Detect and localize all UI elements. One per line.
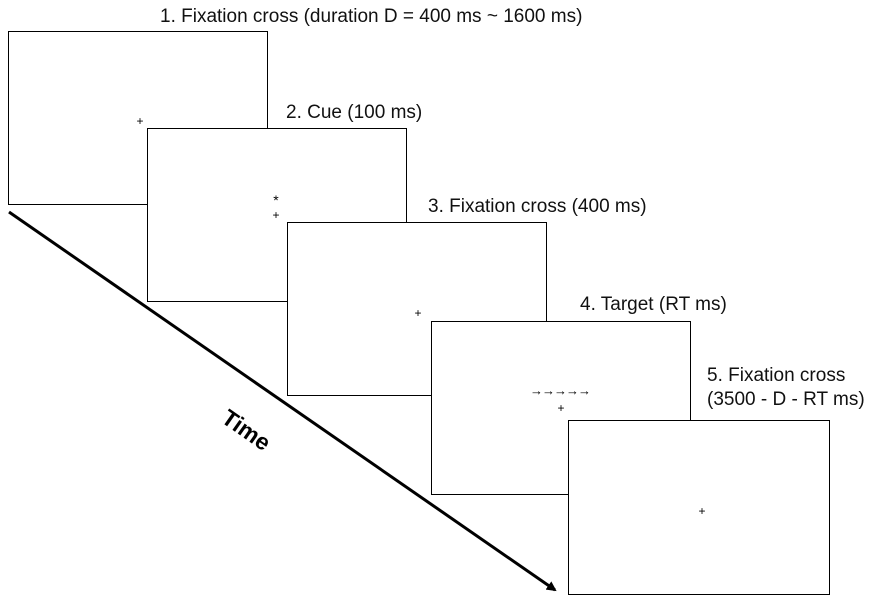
fixation-cross-icon: + [414, 306, 422, 320]
fixation-cross-icon: + [136, 114, 144, 128]
fixation-cross-icon: + [557, 401, 565, 415]
step-2-label: 2. Cue (100 ms) [286, 102, 423, 123]
fixation-cross-icon: + [698, 504, 706, 518]
step-5-screen: + [568, 420, 830, 595]
step-5-label-line-2: (3500 - D - RT ms) [707, 389, 865, 410]
target-arrows-icon: →→→→→ [530, 383, 591, 398]
cue-asterisk-icon: * [273, 192, 279, 208]
step-5-label-line-1: 5. Fixation cross [707, 365, 846, 386]
time-axis-label: Time [217, 404, 276, 456]
fixation-cross-icon: + [272, 208, 280, 222]
step-4-label: 4. Target (RT ms) [580, 294, 727, 315]
step-3-label: 3. Fixation cross (400 ms) [428, 196, 647, 217]
step-1-label: 1. Fixation cross (duration D = 400 ms ~… [160, 6, 583, 27]
step-5-label: 5. Fixation cross (3500 - D - RT ms) [707, 364, 865, 412]
